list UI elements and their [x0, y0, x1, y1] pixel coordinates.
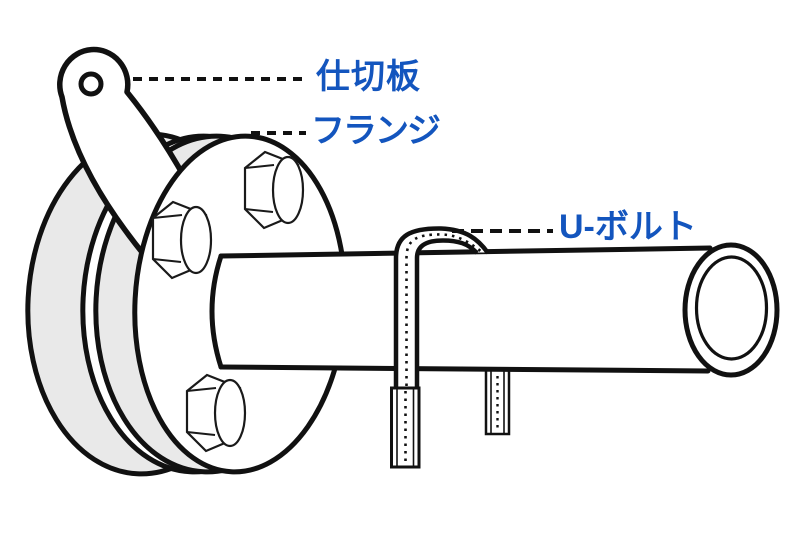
label-u-bolt: U-ボルト — [559, 208, 697, 246]
label-flange: フランジ — [311, 112, 441, 150]
hex-bolt-bottom — [185, 373, 247, 453]
pipe-end-opening — [682, 242, 780, 378]
pipe-body — [212, 245, 777, 375]
pipe-drawing — [209, 242, 780, 378]
hex-bolt-left — [151, 200, 213, 280]
partition-plate-hole — [78, 71, 104, 97]
u-bolt-thread-centerline — [405, 233, 483, 386]
label-partition-plate: 仕切板 — [316, 58, 421, 96]
hex-bolt-top — [243, 150, 305, 230]
u-bolt-front — [390, 226, 490, 469]
pipe-wall-inner-edge — [694, 255, 769, 361]
u-bolt-thread-sleeve — [390, 386, 421, 469]
